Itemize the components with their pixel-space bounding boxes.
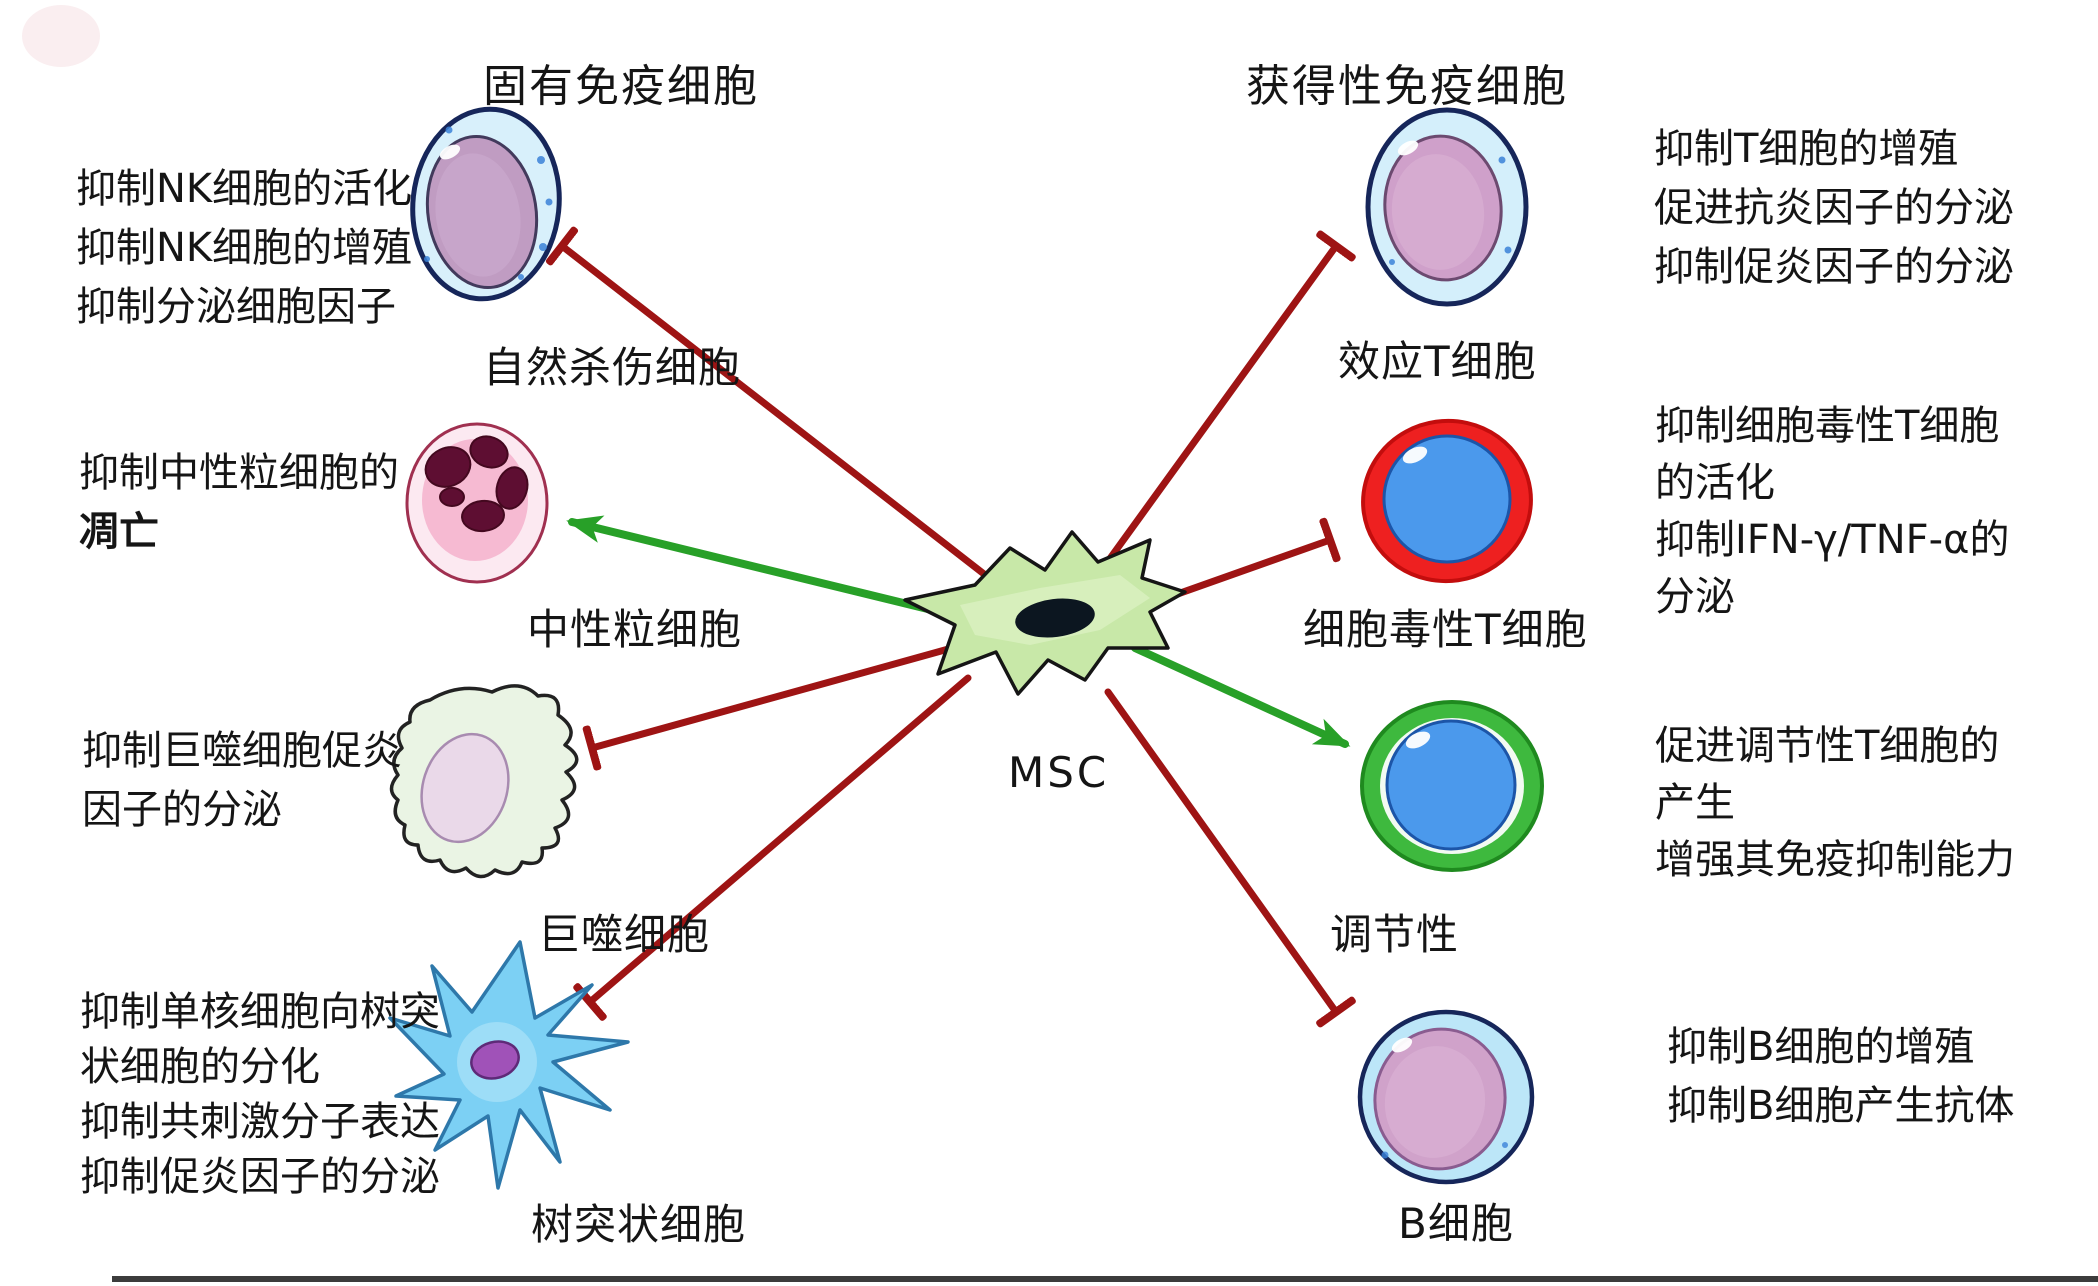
b-cell-illustration — [1357, 1009, 1535, 1185]
annotation-line: 因子的分泌 — [82, 787, 282, 833]
annotation-line: 抑制T细胞的增殖 — [1654, 126, 1959, 172]
regulatory-t-cell-illustration — [1360, 700, 1544, 872]
annotation-line: 分泌 — [1655, 574, 1735, 620]
macrophage-illustration — [389, 684, 579, 879]
msc-to-effector-t-inhibit-line — [1089, 230, 1356, 586]
adaptive-immune-cells-heading: 获得性免疫细胞 — [1246, 61, 1568, 112]
bottom-border — [112, 1276, 2098, 1282]
annotation-line: 抑制NK细胞的活化 — [76, 166, 413, 212]
annotation-line: 抑制促炎因子的分泌 — [1654, 244, 2014, 290]
annotation-line: 抑制细胞毒性T细胞 — [1655, 403, 2000, 449]
annotation-line: 抑制巨噬细胞促炎 — [82, 728, 402, 774]
neutrophil-illustration — [405, 422, 549, 584]
annotation-line: 促进调节性T细胞的 — [1655, 723, 2000, 769]
nk-effects-annotation: 抑制NK细胞的活化 抑制NK细胞的增殖 抑制分泌细胞因子 — [76, 160, 412, 337]
dendritic-cell-label: 树突状细胞 — [531, 1200, 747, 1249]
cytotoxic-t-effects-annotation: 抑制细胞毒性T细胞 的活化 抑制IFN-γ/TNF-α的 分泌 — [1655, 398, 2009, 626]
corner-artifact-blob — [22, 5, 100, 67]
msc-to-treg-promote-arrow — [1131, 644, 1351, 748]
annotation-line: 增强其免疫抑制能力 — [1655, 837, 2015, 883]
annotation-line: 抑制NK细胞的增殖 — [76, 225, 413, 271]
dendritic-cell-illustration — [388, 940, 630, 1190]
regulatory-t-effects-annotation: 促进调节性T细胞的 产生 增强其免疫抑制能力 — [1655, 718, 2015, 889]
b-cell-effects-annotation: 抑制B细胞的增殖 抑制B细胞产生抗体 — [1667, 1018, 2014, 1136]
annotation-line: 抑制B细胞产生抗体 — [1667, 1083, 2015, 1129]
annotation-line: 凋亡 — [79, 509, 159, 555]
cytotoxic-t-cell-label: 细胞毒性T细胞 — [1303, 605, 1588, 654]
effector-t-cell-label: 效应T细胞 — [1338, 337, 1537, 386]
annotation-line: 抑制IFN-γ/TNF-α的 — [1655, 517, 2010, 563]
effector-t-effects-annotation: 抑制T细胞的增殖 促进抗炎因子的分泌 抑制促炎因子的分泌 — [1654, 120, 2014, 297]
neutrophil-label: 中性粒细胞 — [527, 605, 743, 654]
innate-immune-cells-heading: 固有免疫细胞 — [483, 61, 759, 112]
macrophage-label: 巨噬细胞 — [538, 910, 711, 959]
msc-to-macrophage-inhibit-line — [582, 644, 956, 771]
annotation-line: 抑制分泌细胞因子 — [76, 284, 396, 330]
annotation-line: 抑制中性粒细胞的 — [79, 450, 399, 496]
annotation-line: 抑制单核细胞向树突 — [80, 989, 440, 1035]
annotation-line: 的活化 — [1655, 460, 1775, 506]
inhibit-arrows — [545, 226, 1356, 1028]
annotation-line: 产生 — [1655, 780, 1735, 826]
msc-to-b-cell-inhibit-line — [1104, 688, 1356, 1028]
msc-cell-illustration — [903, 530, 1187, 696]
macrophage-effects-annotation: 抑制巨噬细胞促炎 因子的分泌 — [82, 722, 402, 840]
annotation-line: 促进抗炎因子的分泌 — [1654, 185, 2014, 231]
b-cell-label: B细胞 — [1398, 1199, 1514, 1248]
msc-to-neutrophil-promote-arrow — [566, 515, 944, 616]
neutrophil-effects-annotation: 抑制中性粒细胞的 凋亡 — [79, 444, 399, 562]
effector-t-cell-illustration — [1365, 107, 1529, 307]
promote-arrows — [566, 515, 1351, 748]
annotation-line: 状细胞的分化 — [80, 1044, 320, 1090]
nk-cell-label: 自然杀伤细胞 — [483, 343, 742, 392]
cytotoxic-t-cell-illustration — [1361, 418, 1533, 584]
annotation-line: 抑制共刺激分子表达 — [80, 1099, 440, 1145]
dendritic-effects-annotation: 抑制单核细胞向树突 状细胞的分化 抑制共刺激分子表达 抑制促炎因子的分泌 — [80, 985, 440, 1205]
msc-label: MSC — [1008, 748, 1110, 797]
msc-to-dendritic-inhibit-line — [573, 674, 972, 1021]
msc-to-nk-inhibit-line — [545, 226, 1006, 592]
regulatory-t-cell-label: 调节性 — [1330, 910, 1460, 959]
nk-cell-illustration — [410, 106, 562, 302]
annotation-line: 抑制促炎因子的分泌 — [80, 1154, 440, 1200]
annotation-line: 抑制B细胞的增殖 — [1667, 1024, 1975, 1070]
